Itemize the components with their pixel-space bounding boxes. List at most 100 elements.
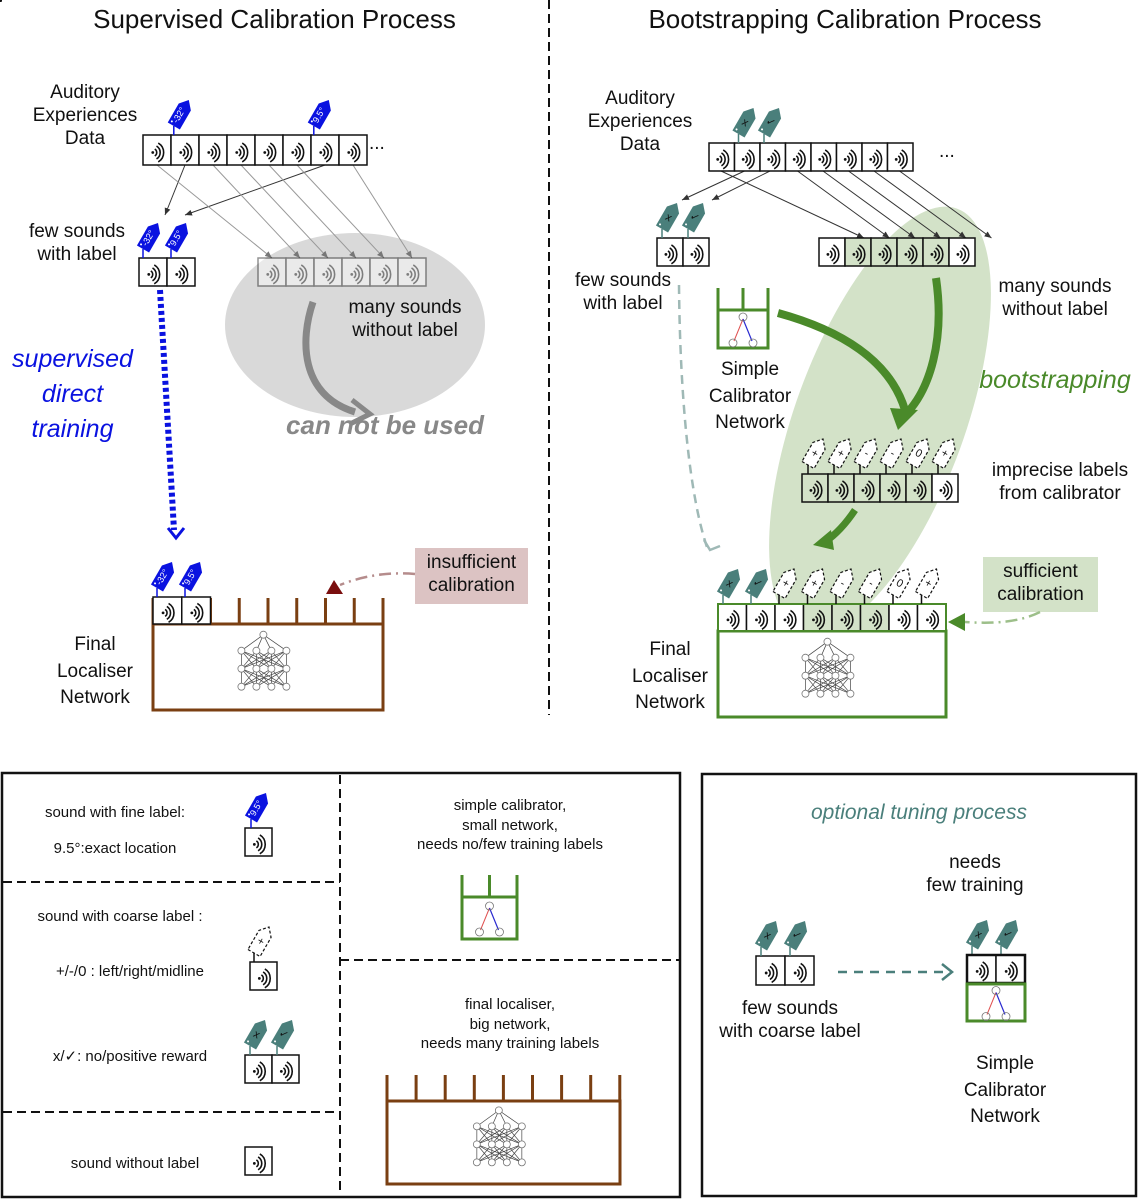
sound-cell	[784, 142, 812, 172]
bootstrap-arrow-from-calibrator	[776, 309, 909, 412]
insufficient-calibration-marker	[326, 580, 343, 594]
left-connection-lines	[156, 164, 413, 259]
sound-cell	[801, 473, 829, 503]
reward-label-tag: x	[716, 569, 741, 604]
sound-cell	[708, 142, 736, 172]
sound-wave-icon	[291, 142, 305, 163]
sound-cell	[369, 257, 399, 287]
sound-cell	[922, 237, 950, 267]
sufficient-calibration-box	[983, 557, 1098, 612]
sound-wave-icon	[793, 962, 807, 984]
sound-wave-icon	[904, 244, 918, 265]
sound-wave-icon	[975, 961, 989, 982]
sound-cell	[198, 134, 228, 166]
sound-wave-icon	[818, 149, 832, 170]
sound-cell	[166, 257, 196, 287]
bootstrap-arrow-head	[890, 408, 918, 430]
tag-text: x	[762, 929, 773, 942]
small-network-icon	[728, 312, 758, 348]
sound-wave-icon	[843, 149, 857, 170]
sound-cell	[853, 473, 881, 503]
sound-wave-icon	[869, 609, 883, 630]
left-network-label: Final Localiser Network	[56, 634, 134, 709]
sound-wave-icon	[347, 142, 361, 163]
sound-wave-icon	[767, 149, 781, 170]
tag-text: x	[973, 928, 984, 941]
tag-text: +	[922, 577, 934, 591]
sound-wave-icon	[852, 244, 866, 265]
sound-wave-icon	[175, 264, 189, 285]
bootstrap-arrow-head-2	[813, 530, 834, 550]
tag-text: +	[809, 447, 821, 461]
sound-cell	[810, 142, 838, 172]
coarse-label-tag: -	[0, 0, 904, 474]
sound-wave-icon	[835, 480, 849, 501]
tag-text: +	[780, 577, 792, 591]
tuning-title: optional tuning process	[811, 801, 1027, 824]
sound-cell	[285, 257, 315, 287]
sound-wave-icon	[161, 602, 175, 623]
sound-cell	[995, 954, 1026, 984]
tag-text: 0	[913, 447, 924, 460]
sound-wave-icon	[840, 609, 854, 630]
sound-wave-icon	[147, 264, 161, 285]
reward-label-tag: ✓	[744, 569, 769, 604]
coarse-label-tag: 0	[0, 0, 930, 474]
coarse-label-tag: +	[0, 0, 852, 474]
tuning-sounds-label: few sounds with coarse label	[719, 998, 861, 1042]
tuning-needs-label: needs few training	[926, 852, 1024, 896]
sound-wave-icon	[878, 244, 892, 265]
sound-cell	[844, 237, 872, 267]
sound-cell	[282, 134, 312, 166]
sound-wave-icon	[263, 142, 277, 163]
neural-network-icon	[237, 630, 291, 691]
sound-wave-icon	[406, 264, 420, 285]
sound-cell	[244, 1054, 273, 1084]
sound-wave-icon	[764, 962, 778, 984]
sound-cell	[802, 603, 833, 632]
sound-wave-icon	[894, 149, 908, 170]
left-many-label: many sounds without label	[348, 297, 462, 341]
sufficient-calibration-label: sufficient calibration	[997, 561, 1084, 605]
tuning-box	[700, 772, 1138, 1198]
tuning-arrow-head	[941, 963, 955, 981]
right-final-localiser-network	[716, 603, 948, 719]
sound-wave-icon	[252, 1153, 266, 1174]
coarse-label-tag: +	[0, 0, 956, 474]
tag-text: -	[838, 578, 847, 590]
tag-text: +	[835, 447, 847, 461]
sound-wave-icon	[322, 264, 336, 285]
sound-cell	[905, 473, 933, 503]
right-many-sound-row	[818, 237, 976, 267]
right-data-label: Auditory Experiences Data	[587, 88, 693, 155]
left-final-localiser-network	[151, 596, 385, 712]
sound-wave-icon	[294, 264, 308, 285]
sound-wave-icon	[1004, 961, 1018, 982]
coarse-label-tag: +	[0, 0, 797, 604]
sound-cell	[784, 955, 815, 986]
reward-label-tag: ✓	[270, 1020, 295, 1055]
left-many-sound-row	[257, 257, 427, 287]
sound-cell	[249, 961, 278, 991]
sound-cell	[861, 142, 889, 172]
right-few-label: few sounds with label	[574, 270, 672, 314]
sound-wave-icon	[257, 968, 271, 989]
sound-wave-icon	[812, 609, 826, 630]
fine-label-tag: -32°	[136, 223, 161, 258]
sound-cell	[774, 603, 805, 632]
coarse-label-tag: +	[0, 0, 272, 962]
sound-cell	[916, 603, 947, 632]
left-data-label: Auditory Experiences Data	[32, 82, 138, 149]
left-few-sound-row	[138, 257, 196, 287]
tag-text: x	[724, 577, 735, 590]
insufficient-calibration-box	[415, 548, 528, 604]
tuning-icons: x✓x✓	[754, 920, 1027, 1023]
calibrator-label: Simple Calibrator Network	[708, 359, 792, 434]
right-data-reward-tags: x✓	[732, 108, 782, 143]
supervised-training-arrow-head	[166, 527, 186, 541]
right-data-sound-row	[708, 142, 914, 172]
sound-wave-icon	[378, 264, 392, 285]
tag-text: x	[251, 1028, 262, 1041]
reward-label-tag: ✓	[994, 920, 1019, 955]
